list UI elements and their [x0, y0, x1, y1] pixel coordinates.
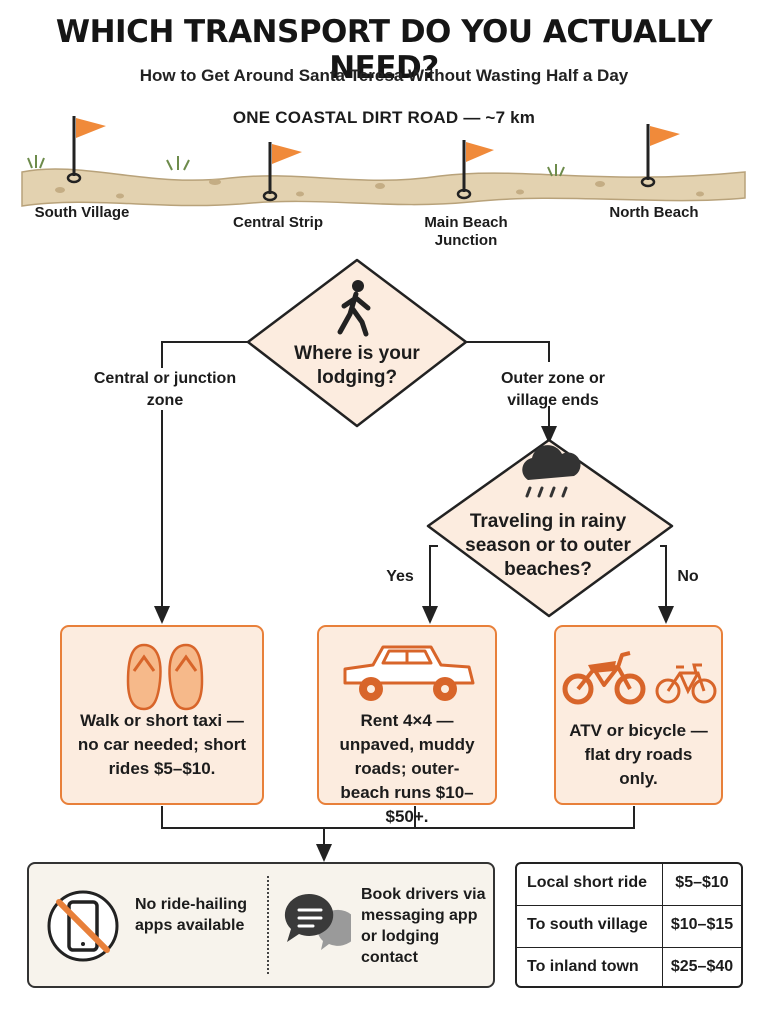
pickup-truck-icon: [343, 645, 475, 701]
no-apps-text: No ride-hailing apps available: [135, 896, 247, 934]
road-label: ONE COASTAL DIRT ROAD — ~7 km: [232, 108, 536, 127]
rain-cloud-icon: [522, 445, 581, 498]
decision-lodging-text: Where is your lodging?: [294, 343, 420, 388]
branch-label-no: No: [677, 568, 699, 585]
branch-label-outer: Outer zone or village ends: [500, 370, 605, 409]
fare-route: Local short ride: [527, 874, 648, 891]
option-4x4-text: Rent 4×4 — unpaved, muddy roads; outer-b…: [339, 711, 475, 826]
dirt-bike-icon: [562, 651, 646, 705]
transport-flowchart: [154, 258, 674, 862]
flag-north-beach-icon: [640, 124, 680, 188]
location-north-beach: North Beach: [609, 204, 699, 221]
fare-table: Local short ride $5–$10 To south village…: [515, 862, 743, 988]
branch-label-central: Central or junction zone: [93, 370, 237, 409]
option-atv-text: ATV or bicycle — flat dry roads only.: [569, 721, 708, 788]
atv-bicycle-icon: [562, 651, 717, 705]
page-subtitle: How to Get Around Santa Teresa Without W…: [139, 66, 629, 85]
option-card-atv: ATV or bicycle — flat dry roads only.: [554, 625, 723, 805]
flip-flops-icon: [126, 643, 204, 711]
flag-south-village-icon: [66, 116, 106, 184]
fare-route: To south village: [527, 916, 648, 933]
location-central-strip: Central Strip: [232, 214, 323, 231]
location-main-beach-junction: Main Beach Junction: [424, 214, 508, 249]
no-phone-icon: [47, 890, 119, 962]
walking-person-icon: [337, 280, 371, 337]
table-row: To inland town $25–$40: [517, 948, 741, 986]
chat-bubbles-icon: [284, 893, 351, 950]
coastal-road-illustration: [21, 116, 746, 207]
option-card-4x4: Rent 4×4 — unpaved, muddy roads; outer-b…: [317, 625, 497, 826]
fare-route: To inland town: [527, 958, 639, 975]
flag-main-beach-icon: [456, 140, 494, 200]
fare-price: $25–$40: [670, 958, 734, 975]
table-row: Local short ride $5–$10: [517, 864, 741, 905]
page-title: WHICH TRANSPORT DO YOU ACTUALLY NEED?: [55, 14, 713, 86]
option-card-walk: Walk or short taxi — no car needed; shor…: [60, 625, 264, 805]
fare-price: $5–$10: [675, 874, 729, 891]
decision-lodging-diamond: [246, 258, 468, 428]
bicycle-icon: [655, 663, 717, 704]
decision-season-diamond: [426, 438, 674, 618]
flag-central-strip-icon: [262, 142, 302, 202]
table-row: To south village $10–$15: [517, 906, 741, 947]
option-walk-text: Walk or short taxi — no car needed; shor…: [77, 711, 247, 778]
fare-price: $10–$15: [670, 916, 734, 933]
book-drivers-text: Book drivers via messaging app or lodgin…: [361, 886, 486, 966]
booking-info-box: No ride-hailing apps available Book driv…: [27, 862, 495, 988]
info-divider: [267, 876, 269, 974]
grass-icon: [27, 155, 565, 177]
location-south-village: South Village: [34, 204, 130, 221]
branch-label-yes: Yes: [386, 568, 414, 585]
decision-season-text: Traveling in rainy season or to outer be…: [465, 511, 631, 580]
